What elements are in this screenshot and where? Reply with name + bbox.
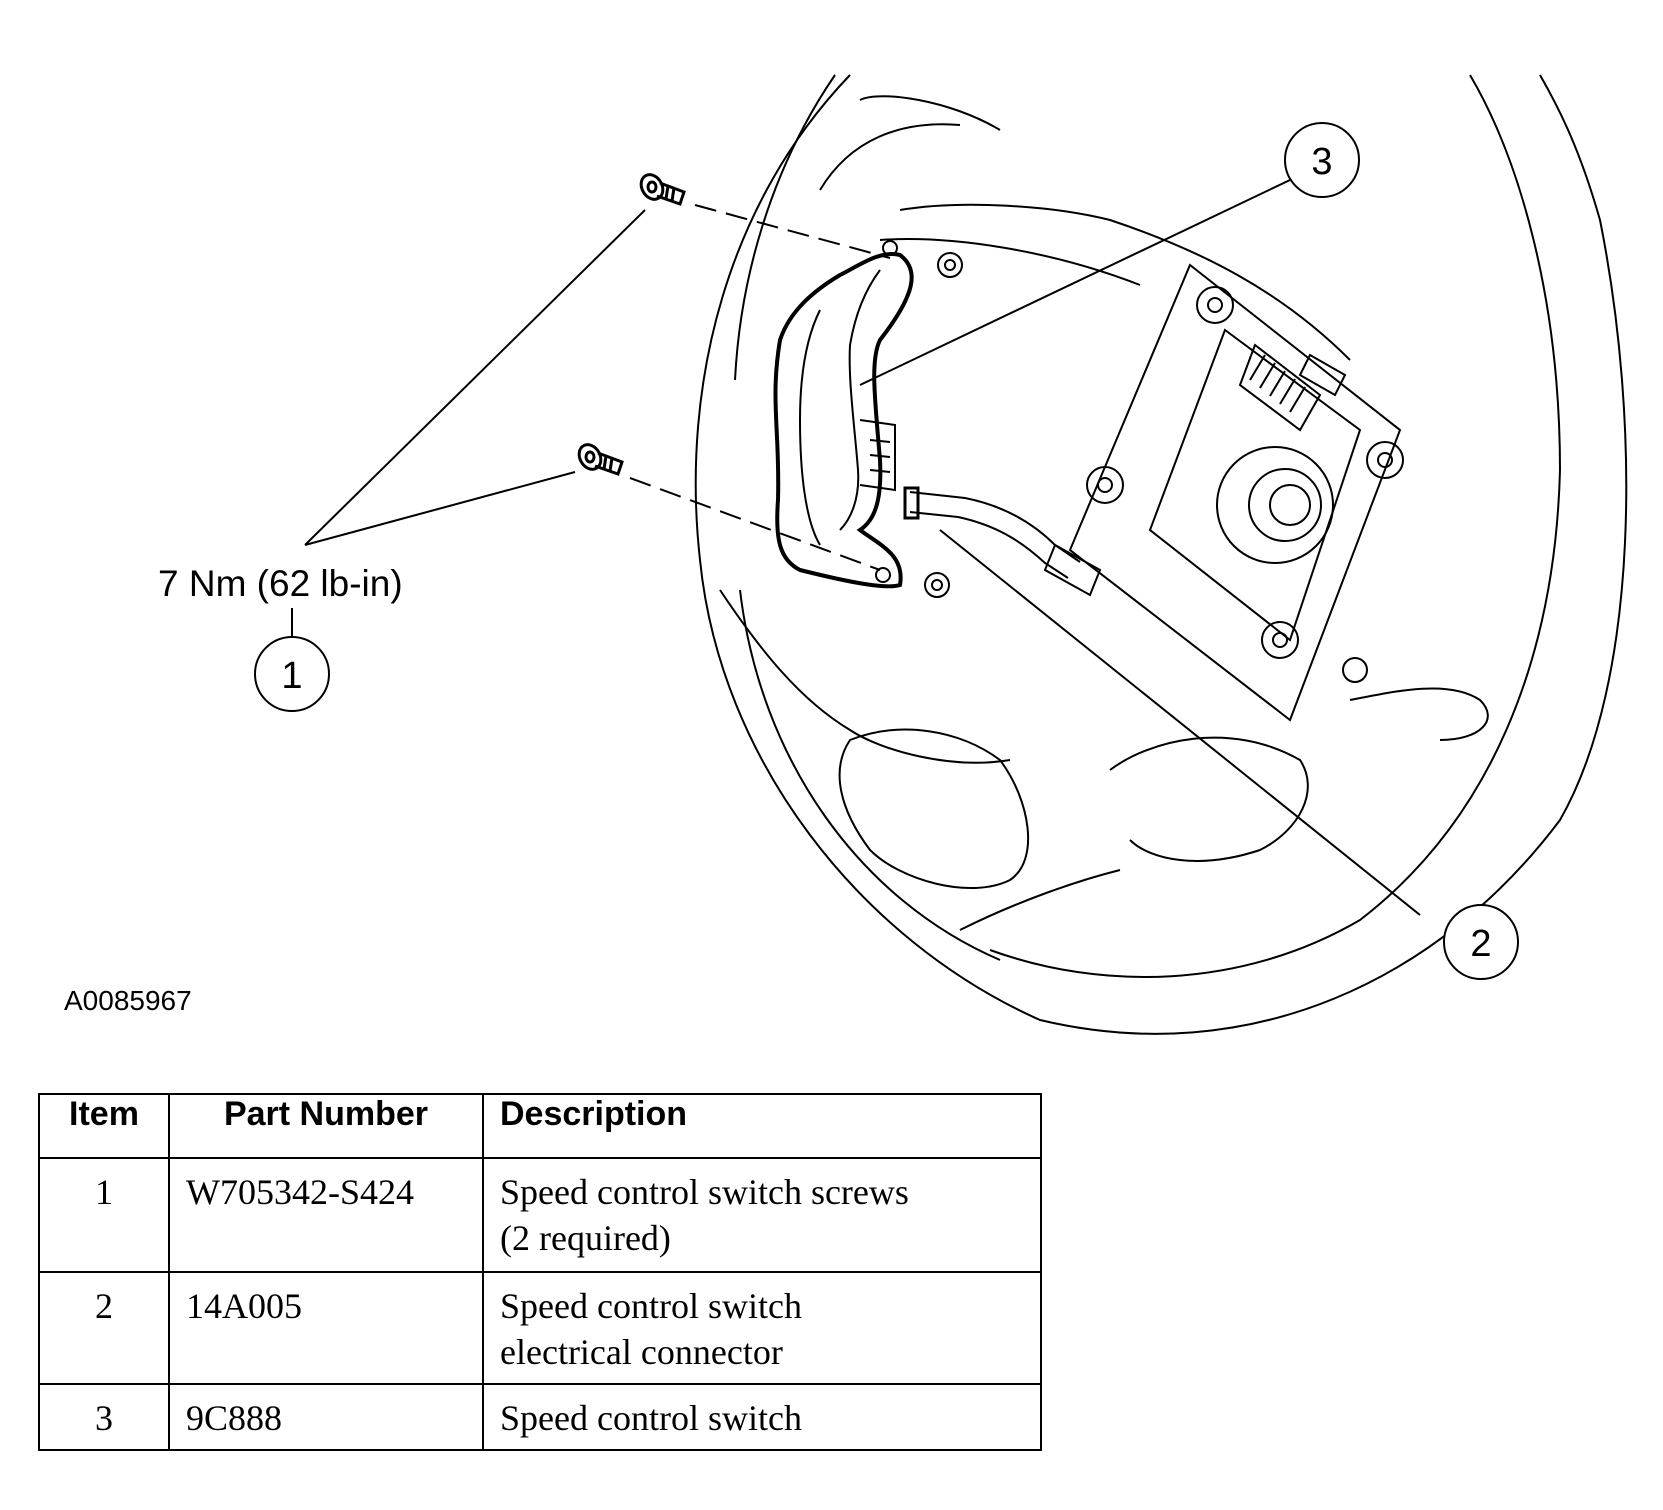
item-cell: 1 <box>38 1157 170 1273</box>
hub-boss <box>1377 452 1393 468</box>
connector-plug <box>1043 543 1102 597</box>
upper-spoke <box>879 203 1351 361</box>
speed-control-switch-inner <box>798 269 881 546</box>
description-cell: Speed control switch electrical connecto… <box>482 1271 1042 1385</box>
mount-hole-upper <box>944 259 956 271</box>
callout-2: 2 <box>1443 904 1519 980</box>
speed-control-switch-body <box>773 252 914 589</box>
hub-boss <box>1196 286 1234 324</box>
part-number-cell: W705342-S424 <box>168 1157 484 1273</box>
steering-wheel-rim-outer <box>694 74 1628 1035</box>
screw-icon <box>639 173 686 206</box>
lower-center-spoke <box>1109 736 1309 862</box>
hub-boss <box>1097 477 1113 493</box>
hub-boss <box>1207 297 1223 313</box>
rim-inner-edge <box>739 589 1001 961</box>
leader-line-3 <box>859 179 1291 386</box>
description-line: Speed control switch <box>500 1286 802 1326</box>
callout-1: 1 <box>254 636 330 712</box>
torque-spec-label: 7 Nm (62 lb-in) <box>158 563 403 604</box>
hub-boss <box>1261 621 1299 659</box>
description-line: (2 required) <box>500 1218 671 1258</box>
description-line: Speed control switch screws <box>500 1172 909 1212</box>
description-line: Speed control switch <box>500 1398 802 1438</box>
table-row: 3 9C888 Speed control switch <box>38 1383 1042 1451</box>
table-header-row: Item Part Number Description <box>38 1093 1042 1159</box>
hub-clip <box>1238 343 1322 432</box>
hub-boss <box>1366 441 1404 479</box>
figure-id: A0085967 <box>64 985 192 1016</box>
hub-center-mid <box>1248 468 1322 542</box>
description-cell: Speed control switch <box>482 1383 1042 1451</box>
table-row: 2 14A005 Speed control switch electrical… <box>38 1271 1042 1385</box>
hub-module-plate <box>1068 263 1402 722</box>
item-cell: 2 <box>38 1271 170 1385</box>
table-row: 1 W705342-S424 Speed control switch scre… <box>38 1157 1042 1273</box>
hub-boss <box>1086 466 1124 504</box>
callout-2-label: 2 <box>1470 923 1491 965</box>
mount-hole-lower <box>924 572 950 598</box>
connector-harness <box>909 491 1081 579</box>
hub-center-outer <box>1216 446 1334 564</box>
item-cell: 3 <box>38 1383 170 1451</box>
hub-center-inner <box>1269 484 1311 526</box>
upper-hub-arc <box>819 95 1001 191</box>
callout-1-label: 1 <box>281 655 302 697</box>
switch-ribs <box>859 419 896 492</box>
header-part-number: Part Number <box>168 1093 484 1159</box>
description-line: electrical connector <box>500 1332 783 1372</box>
description-cell: Speed control switch screws (2 required) <box>482 1157 1042 1273</box>
leader-line-1b <box>304 471 576 546</box>
header-description: Description <box>482 1093 1042 1159</box>
leader-line-2 <box>939 529 1421 916</box>
header-item: Item <box>38 1093 170 1159</box>
screw-icon <box>577 443 624 476</box>
steering-wheel-rim-inner <box>734 74 1562 978</box>
callout-3: 3 <box>1284 122 1360 198</box>
alignment-line-upper <box>694 204 891 259</box>
switch-mount-hole-upper <box>882 240 898 256</box>
steering-wheel-diagram: 1 2 3 <box>254 74 1628 1035</box>
switch-mount-hole-lower <box>875 567 891 583</box>
leader-line-1a <box>304 209 646 546</box>
lower-left-spoke-cutout <box>838 728 1030 889</box>
callout-3-label: 3 <box>1311 141 1332 183</box>
part-number-cell: 14A005 <box>168 1271 484 1385</box>
alignment-line-lower <box>629 477 881 571</box>
lower-right-spoke <box>959 687 1489 931</box>
lower-left-spoke <box>719 589 1011 764</box>
hub-module-inner <box>1148 328 1362 642</box>
hub-tab <box>1298 353 1347 397</box>
connector-end <box>903 486 920 520</box>
hub-boss <box>1342 657 1368 683</box>
part-number-cell: 9C888 <box>168 1383 484 1451</box>
mount-hole-lower <box>931 579 943 591</box>
hub-boss <box>1272 632 1288 648</box>
mount-hole-upper <box>937 252 963 278</box>
parts-table: Item Part Number Description 1 W705342-S… <box>38 1093 1042 1451</box>
